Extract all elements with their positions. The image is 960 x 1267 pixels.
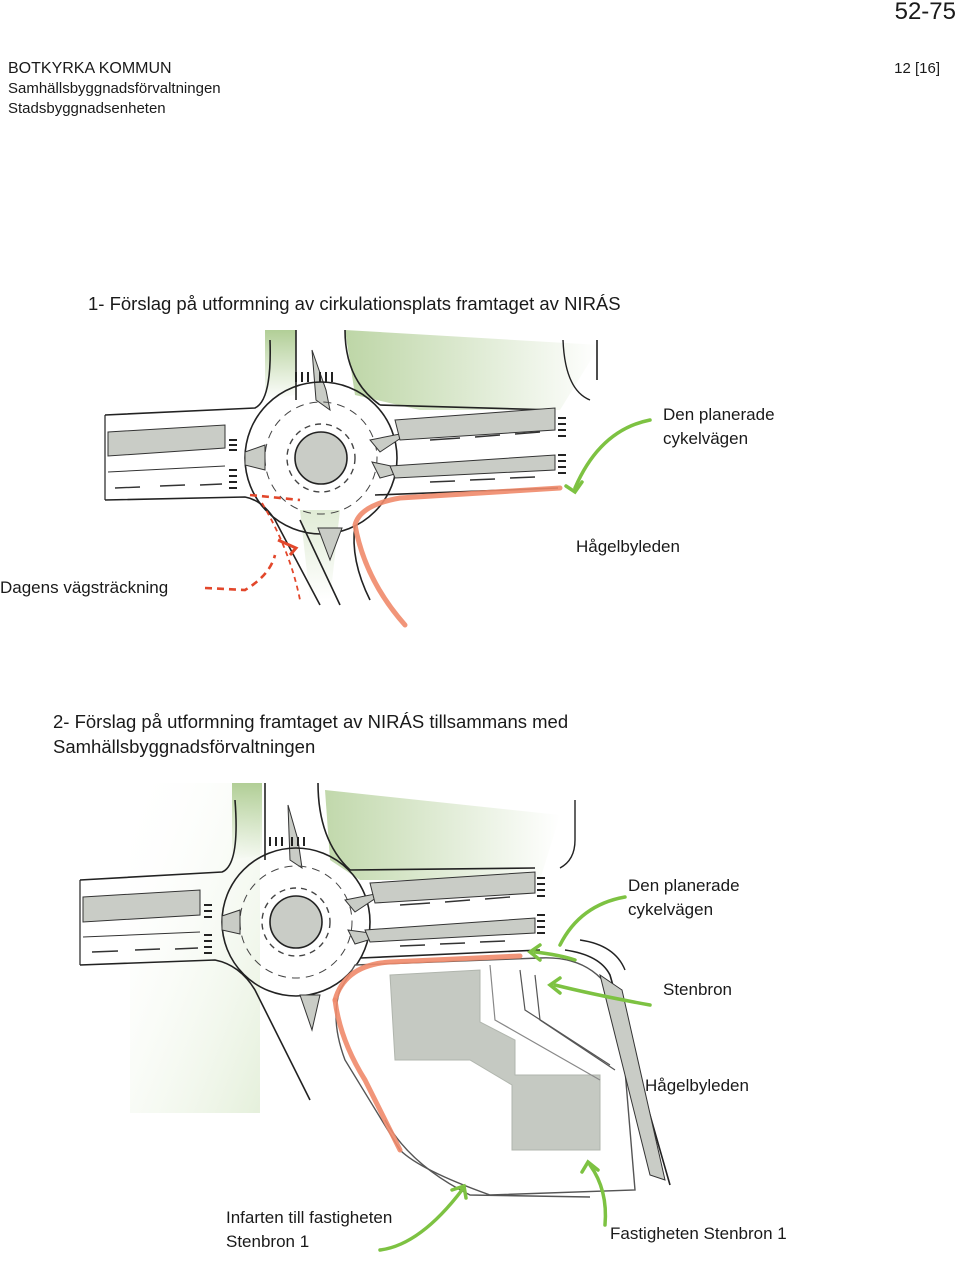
green-arrow	[553, 983, 652, 1007]
figure2-caption-line1: 2- Förslag på utformning framtaget av NI…	[53, 711, 569, 732]
green-area	[265, 330, 296, 400]
cycleway-label-line2: cykelvägen	[663, 429, 749, 448]
green-arrow	[533, 950, 577, 962]
cycleway-label-line2: cykelvägen	[628, 900, 714, 919]
bridge-label: Stenbron	[663, 980, 732, 999]
page-number: 52-75	[894, 0, 956, 25]
document-page-count: 12 [16]	[894, 60, 940, 77]
cycleway-label-line1: Den planerade	[628, 876, 740, 895]
roundabout-center-island	[269, 895, 323, 949]
entrance-label-line1: Infarten till fastigheten	[226, 1208, 393, 1227]
property-label: Fastigheten Stenbron 1	[610, 1224, 787, 1243]
green-area	[232, 783, 262, 860]
green-area	[345, 330, 600, 410]
department-name: Samhällsbyggnadsförvaltningen	[8, 80, 221, 97]
building	[389, 969, 601, 1151]
figure2-caption-line2: Samhällsbyggnadsförvaltningen	[53, 736, 316, 757]
road-label: Hågelbyleden	[576, 537, 680, 556]
green-arrow	[378, 1188, 464, 1252]
road-label: Hågelbyleden	[645, 1076, 749, 1095]
cycleway-label-line1: Den planerade	[663, 405, 775, 424]
roundabout-center-island	[294, 431, 348, 485]
figure1-map	[104, 329, 652, 628]
organization-block: BOTKYRKA KOMMUN Samhällsbyggnadsförvaltn…	[8, 59, 221, 119]
green-arrow	[588, 1163, 608, 1227]
current-route-label: Dagens vägsträckning	[0, 578, 169, 597]
green-area	[325, 790, 560, 880]
green-arrow	[558, 895, 627, 947]
green-arrow	[573, 418, 652, 490]
figure2-map	[79, 782, 671, 1252]
unit-name: Stadsbyggnadsenheten	[8, 100, 166, 117]
figure1-caption: 1- Förslag på utformning av cirkulations…	[88, 293, 621, 314]
green-area	[300, 510, 340, 600]
organization-name: BOTKYRKA KOMMUN	[8, 60, 172, 77]
entrance-label-line2: Stenbron 1	[226, 1232, 310, 1251]
